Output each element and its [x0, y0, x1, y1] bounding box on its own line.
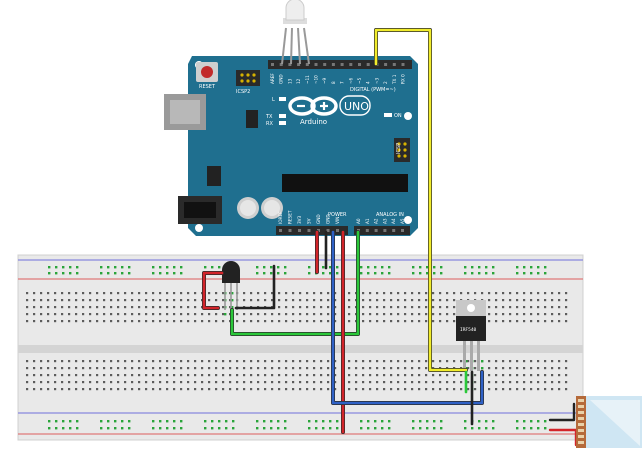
status-leds: L TX RX ON [265, 97, 402, 127]
dc-jack-icon [178, 196, 222, 224]
svg-text:8: 8 [331, 81, 336, 84]
svg-text:12: 12 [296, 78, 301, 84]
analog-label: ANALOG IN [376, 212, 404, 218]
svg-text:~10: ~10 [314, 75, 319, 84]
capacitors [237, 197, 283, 219]
voltage-regulator-chip [207, 166, 221, 186]
usb-chip [246, 110, 258, 128]
icsp2-header: ICSP2 [236, 70, 260, 95]
svg-text:13: 13 [287, 78, 292, 84]
wire-black-transistor [234, 264, 276, 310]
svg-text:A2: A2 [374, 218, 379, 224]
arduino-logo: Arduino UNO [288, 95, 371, 126]
svg-text:AREF: AREF [270, 73, 275, 84]
svg-text:A3: A3 [382, 218, 387, 224]
svg-text:2: 2 [383, 81, 388, 84]
mosfet-marking: IRF540 [460, 327, 477, 333]
icsp-header: ICSP [394, 138, 410, 162]
rgb-led-icon [281, 0, 310, 65]
svg-text:GND: GND [316, 214, 321, 224]
model-label: UNO [344, 100, 369, 113]
svg-text:3V3: 3V3 [297, 215, 302, 224]
svg-text:~5: ~5 [357, 77, 362, 84]
svg-text:GND: GND [279, 74, 284, 84]
digital-label: DIGITAL (PWM=~) [350, 87, 396, 93]
breadboard [17, 254, 584, 441]
svg-text:GND: GND [326, 214, 331, 224]
svg-text:~6: ~6 [348, 77, 353, 84]
svg-text:RESET: RESET [288, 210, 293, 224]
transistor-icon [222, 261, 240, 310]
svg-text:5V: 5V [307, 218, 312, 224]
svg-text:IOREF: IOREF [278, 211, 283, 224]
led-strip-icon [576, 396, 642, 448]
svg-text:A5: A5 [400, 218, 405, 224]
atmega-chip [282, 174, 408, 192]
svg-text:TX 1: TX 1 [392, 74, 397, 85]
usb-connector-icon [164, 94, 206, 130]
on-led-label: ON [394, 113, 402, 119]
icsp-label: ICSP [396, 143, 402, 154]
svg-text:~11: ~11 [305, 75, 310, 84]
svg-text:~3: ~3 [374, 77, 379, 84]
power-label: POWER [328, 212, 347, 218]
icsp2-label: ICSP2 [236, 89, 250, 95]
svg-text:A0: A0 [356, 218, 361, 224]
reset-label: RESET [199, 84, 216, 90]
wires [202, 28, 578, 447]
svg-text:A1: A1 [365, 218, 370, 224]
l-led-label: L [272, 97, 275, 103]
svg-text:VIN: VIN [335, 217, 340, 224]
reset-button: RESET [196, 62, 218, 90]
tx-led-label: TX [265, 114, 273, 120]
svg-text:7: 7 [340, 81, 345, 84]
power-header: IOREF RESET 3V3 5V GND GND VIN POWER [276, 210, 348, 235]
svg-text:4: 4 [366, 81, 371, 84]
svg-text:RX 0: RX 0 [401, 74, 406, 84]
svg-text:A4: A4 [391, 218, 396, 224]
rx-led-label: RX [266, 121, 273, 127]
svg-text:~9: ~9 [322, 77, 327, 84]
mosfet-icon: IRF540 [456, 300, 486, 371]
brand-label: Arduino [300, 118, 327, 126]
